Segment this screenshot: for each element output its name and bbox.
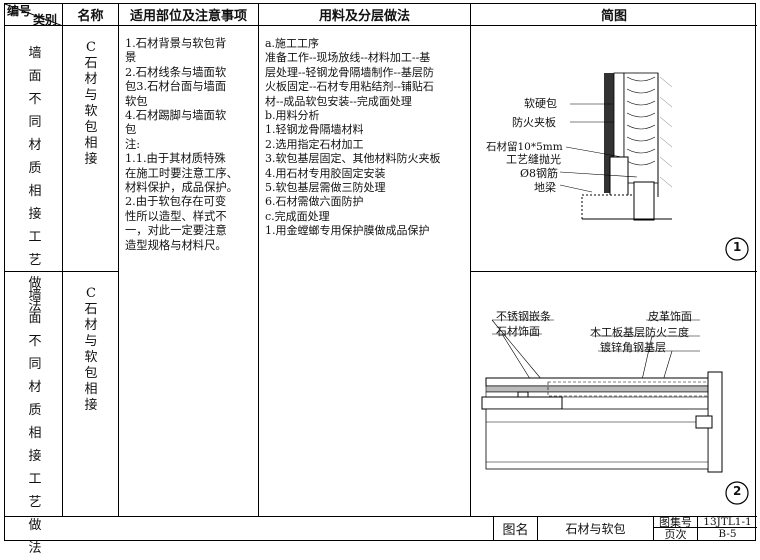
diagonal-divider xyxy=(5,4,63,26)
drawing-sheet: 编号 类别 名称 适用部位及注意事项 用料及分层做法 简图 墙面不同材质相接工艺… xyxy=(4,3,757,556)
row1-category: 墙面不同材质相接工艺做法 xyxy=(28,46,42,314)
diagram-2: 不锈钢嵌条 石材饰面 皮革饰面 木工板基层防火三度 镀锌角钢基层 2 xyxy=(472,272,756,515)
header-code-category: 编号 类别 xyxy=(5,4,63,27)
row-separator xyxy=(471,271,757,272)
label-leather-face: 皮革饰面 xyxy=(648,310,692,323)
header-notes: 适用部位及注意事项 xyxy=(119,4,259,26)
footer-atlas-no: 13JTL1-1 xyxy=(697,516,757,528)
footer-drawing-name: 石材与软包 xyxy=(537,516,653,540)
header-code-label: 编号 xyxy=(7,4,32,18)
diagram-1: 软硬包 防火夹板 石材留10*5mm 工艺缝抛光 Ø8钢筋 地梁 1 xyxy=(472,27,756,271)
header-sketch: 简图 xyxy=(471,4,757,26)
diagram-1-number: 1 xyxy=(733,240,742,254)
header-name: 名称 xyxy=(63,4,119,26)
label-steel-strip: 不锈钢嵌条 xyxy=(496,310,551,323)
footer-page-label: 页次 xyxy=(653,528,697,541)
method-text: a.施工工序准备工作--现场放线--材料加工--基层处理--轻钢龙骨隔墙制作--… xyxy=(265,37,441,238)
col-method xyxy=(259,26,471,516)
row2-category: 墙面不同材质相接工艺做法 xyxy=(28,288,42,556)
label-fire-plywood: 防火夹板 xyxy=(512,116,556,129)
label-soft-pack: 软硬包 xyxy=(524,97,557,110)
label-polish: 工艺缝抛光 xyxy=(506,153,561,166)
row-separator xyxy=(5,271,119,272)
header-method: 用料及分层做法 xyxy=(259,4,471,26)
label-angle-steel: 镀锌角钢基层 xyxy=(600,341,666,354)
footer-page: B-5 xyxy=(697,528,757,540)
label-wood-base: 木工板基层防火三度 xyxy=(590,326,689,339)
label-ground-beam: 地梁 xyxy=(534,181,556,194)
diagram-2-number: 2 xyxy=(733,484,742,498)
label-rebar: Ø8钢筋 xyxy=(520,167,559,180)
diagram-1-drawing xyxy=(559,72,749,261)
col-notes xyxy=(119,26,259,516)
label-stone-joint: 石材留10*5mm xyxy=(486,141,563,153)
header-category-label: 类别 xyxy=(33,13,58,27)
diagram-2-drawing xyxy=(481,319,749,505)
footer-atlas-label: 图集号 xyxy=(653,516,697,529)
label-stone-face: 石材饰面 xyxy=(496,325,540,338)
footer-separator xyxy=(5,516,757,517)
footer-name-label: 图名 xyxy=(493,516,537,540)
